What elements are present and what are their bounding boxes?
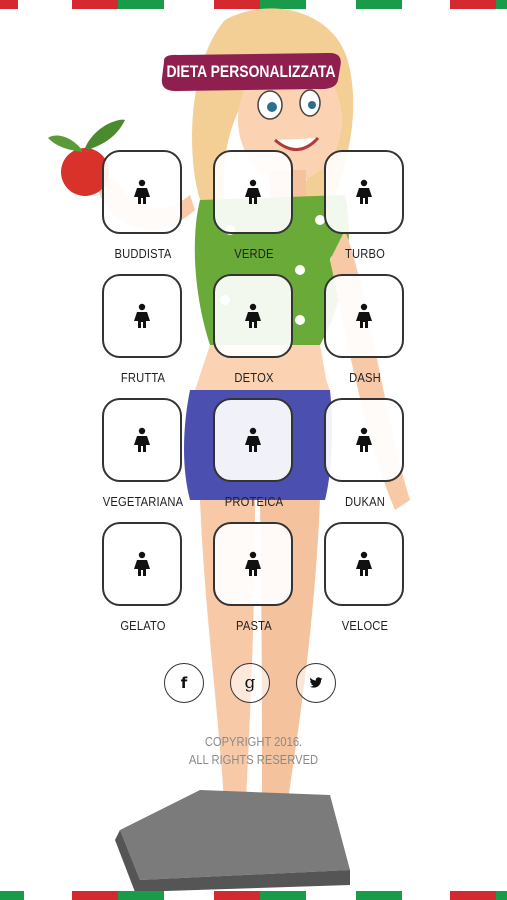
person-icon (134, 427, 150, 452)
diet-tile[interactable] (324, 522, 404, 606)
diet-tile[interactable] (213, 274, 293, 358)
copyright-text: COPYRIGHT 2016. ALL RIGHTS RESERVED (35, 733, 471, 769)
diet-label: BUDDISTA (114, 246, 172, 261)
page-title: DIETA PERSONALIZZATA (166, 62, 336, 81)
diet-item-proteica[interactable]: PROTEICA (199, 398, 309, 522)
google-button[interactable]: g (230, 663, 270, 703)
diet-tile[interactable] (324, 150, 404, 234)
person-icon (245, 427, 261, 452)
diet-label: VERDE (234, 246, 274, 261)
diet-label: VELOCE (341, 618, 389, 633)
diet-label: VEGETARIANA (102, 494, 184, 509)
social-links: f g (164, 663, 338, 707)
person-icon (134, 179, 150, 204)
flag-strip-top (0, 0, 507, 9)
diet-tile[interactable] (102, 398, 182, 482)
diet-label: TURBO (345, 246, 385, 261)
diet-item-detox[interactable]: DETOX (199, 274, 309, 398)
diet-item-buddista[interactable]: BUDDISTA (88, 150, 198, 274)
diet-item-veloce[interactable]: VELOCE (310, 522, 420, 646)
person-icon (134, 303, 150, 328)
diet-item-gelato[interactable]: GELATO (88, 522, 198, 646)
diet-item-pasta[interactable]: PASTA (199, 522, 309, 646)
facebook-icon: f (180, 674, 188, 692)
diet-item-turbo[interactable]: TURBO (310, 150, 420, 274)
diet-tile[interactable] (324, 274, 404, 358)
copyright-line: COPYRIGHT 2016. (204, 734, 303, 749)
person-icon (245, 179, 261, 204)
diet-label: PROTEICA (224, 494, 284, 509)
diet-tile[interactable] (102, 522, 182, 606)
diet-tile[interactable] (324, 398, 404, 482)
diet-label: PASTA (236, 618, 272, 633)
person-icon (134, 551, 150, 576)
diet-label: GELATO (120, 618, 166, 633)
diet-tile[interactable] (213, 398, 293, 482)
diet-label: DUKAN (344, 494, 385, 509)
diet-item-vegetariana[interactable]: VEGETARIANA (88, 398, 198, 522)
flag-strip-bottom (0, 891, 507, 900)
diet-tile[interactable] (213, 150, 293, 234)
person-icon (356, 179, 372, 204)
twitter-button[interactable] (296, 663, 336, 703)
diet-item-verde[interactable]: VERDE (199, 150, 309, 274)
person-icon (356, 303, 372, 328)
diet-label: FRUTTA (120, 370, 166, 385)
diet-label: DASH (349, 370, 381, 385)
facebook-button[interactable]: f (164, 663, 204, 703)
person-icon (245, 551, 261, 576)
diet-tile[interactable] (213, 522, 293, 606)
rights-line: ALL RIGHTS RESERVED (188, 752, 319, 767)
person-icon (356, 551, 372, 576)
google-icon: g (244, 673, 256, 693)
diet-tile[interactable] (102, 274, 182, 358)
twitter-bird-icon (309, 677, 323, 688)
diet-item-dukan[interactable]: DUKAN (310, 398, 420, 522)
diet-label: DETOX (234, 370, 274, 385)
person-icon (245, 303, 261, 328)
diet-tile[interactable] (102, 150, 182, 234)
title-banner (161, 52, 341, 92)
diet-item-frutta[interactable]: FRUTTA (88, 274, 198, 398)
person-icon (356, 427, 372, 452)
diet-item-dash[interactable]: DASH (310, 274, 420, 398)
